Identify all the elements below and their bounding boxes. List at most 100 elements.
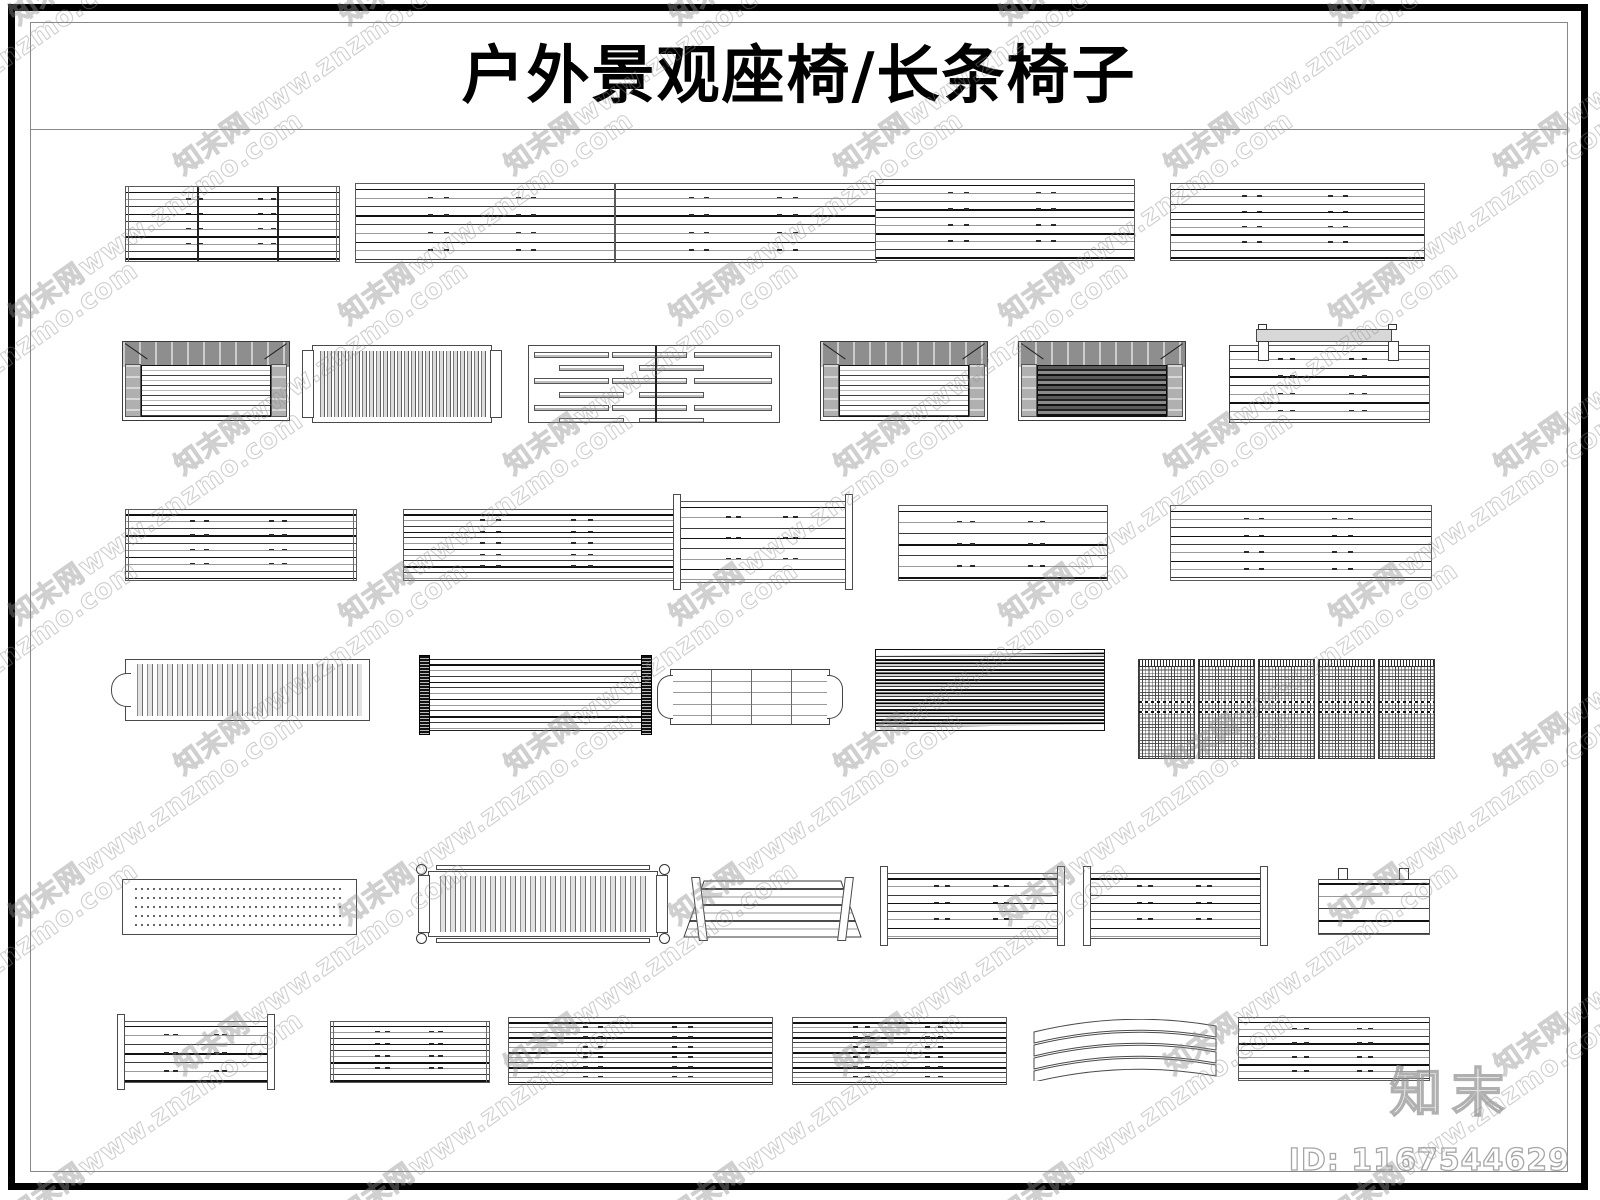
bench-slat-line bbox=[1089, 927, 1262, 930]
slat-fixing-mark bbox=[1349, 392, 1355, 395]
slat-fixing-mark bbox=[1290, 409, 1296, 412]
slat-fixing-mark bbox=[993, 885, 999, 887]
slat-fixing-mark bbox=[204, 562, 210, 565]
mesh-mid-band bbox=[1379, 710, 1434, 713]
slat-fixing-mark bbox=[587, 553, 593, 556]
bench-plan-slat bbox=[611, 352, 687, 358]
bench-slat-line bbox=[126, 549, 356, 551]
bench-plan-slat-row bbox=[529, 404, 779, 412]
slat-fixing-mark bbox=[582, 1036, 588, 1038]
slat-fixing-mark bbox=[963, 191, 969, 194]
slat-fixing-mark bbox=[687, 1066, 693, 1068]
bench-slat-line bbox=[509, 1032, 772, 1034]
bench-slat-line bbox=[616, 250, 876, 252]
slat-fixing-mark bbox=[969, 565, 975, 567]
bench-slat-line bbox=[126, 542, 356, 544]
bench-slat-line bbox=[1319, 908, 1429, 909]
bench-body bbox=[403, 509, 675, 581]
slat-fixing-mark bbox=[1292, 1070, 1298, 1072]
bench-body bbox=[1088, 873, 1263, 939]
slat-fixing-mark bbox=[726, 536, 732, 539]
slat-fixing-mark bbox=[1290, 392, 1296, 395]
bench-slat-line bbox=[509, 1057, 772, 1058]
slat-fixing-mark bbox=[957, 520, 963, 523]
bench-slat-line bbox=[1171, 577, 1431, 579]
bench-elevation-with-backrail bbox=[1218, 324, 1430, 423]
slat-fixing-mark bbox=[258, 227, 264, 230]
slat-fixing-mark bbox=[937, 1056, 943, 1058]
bench-slat-line bbox=[793, 1037, 1006, 1039]
bench-slat-line bbox=[876, 192, 1134, 194]
slat-fixing-mark bbox=[222, 1070, 228, 1072]
bench-plan-slat bbox=[534, 352, 609, 358]
bench-slat-line bbox=[429, 710, 642, 712]
slat-fixing-mark bbox=[704, 249, 710, 251]
slat-fixing-mark bbox=[944, 918, 950, 920]
slat-fixing-mark bbox=[582, 1026, 588, 1028]
slat-fixing-mark bbox=[198, 212, 204, 215]
bench-plan-slat bbox=[559, 391, 624, 398]
bench-elevation-row5-5 bbox=[1083, 866, 1268, 946]
bench-plan-open-frame bbox=[657, 669, 843, 725]
slat-fixing-mark bbox=[375, 1067, 381, 1069]
bench-plan-backrest bbox=[1019, 342, 1185, 367]
slat-fixing-mark bbox=[925, 1075, 931, 1078]
mesh-panel-comb-top bbox=[1259, 660, 1314, 667]
slat-fixing-mark bbox=[163, 1033, 169, 1036]
bench-plan-slat-row bbox=[529, 391, 779, 399]
slat-fixing-mark bbox=[1137, 918, 1143, 920]
slat-fixing-mark bbox=[587, 519, 593, 521]
bench-slat-line bbox=[1089, 886, 1262, 888]
slat-fixing-mark bbox=[1257, 210, 1263, 213]
bench-plan-right-arm bbox=[968, 363, 986, 417]
slat-fixing-mark bbox=[515, 196, 521, 199]
slat-fixing-mark bbox=[571, 542, 577, 544]
slat-fixing-mark bbox=[777, 214, 783, 216]
slat-fixing-mark bbox=[428, 1055, 434, 1057]
slat-fixing-mark bbox=[925, 1026, 931, 1028]
slat-fixing-mark bbox=[598, 1046, 604, 1048]
slat-fixing-mark bbox=[495, 553, 501, 556]
slat-fixing-mark bbox=[190, 562, 196, 565]
slat-fixing-mark bbox=[783, 516, 789, 518]
slat-fixing-mark bbox=[1027, 565, 1033, 567]
bench-slat-line bbox=[429, 687, 642, 689]
slat-fixing-mark bbox=[925, 1056, 931, 1058]
bench-divider bbox=[197, 187, 199, 261]
bench-slat-line bbox=[616, 232, 876, 234]
bench-slat-line bbox=[429, 693, 642, 695]
slat-fixing-mark bbox=[1347, 517, 1353, 520]
slat-fixing-mark bbox=[571, 530, 577, 533]
curved-bench-svg bbox=[1033, 1018, 1217, 1083]
slat-fixing-mark bbox=[1343, 241, 1349, 243]
slat-fixing-mark bbox=[1147, 885, 1153, 887]
slat-fixing-mark bbox=[190, 548, 196, 550]
bench-slat-line bbox=[123, 1080, 269, 1082]
bench-slat-line bbox=[886, 927, 1059, 930]
slat-fixing-mark bbox=[428, 196, 434, 199]
bench-slat-line bbox=[404, 554, 674, 556]
bench-slat-line bbox=[793, 1047, 1006, 1048]
bench-slat-line bbox=[876, 249, 1134, 251]
bench-slat-line bbox=[356, 215, 614, 217]
slat-fixing-mark bbox=[204, 548, 210, 550]
bench-slat-line bbox=[356, 224, 614, 225]
bench-slat-line bbox=[876, 257, 1134, 259]
bench-right-post bbox=[1057, 866, 1065, 946]
slat-fixing-mark bbox=[1361, 392, 1367, 395]
slat-fixing-mark bbox=[937, 1066, 943, 1068]
bench-slat-line bbox=[429, 727, 642, 729]
bench-slat-line bbox=[331, 1080, 489, 1082]
bench-slat-line bbox=[1089, 911, 1262, 913]
slat-fixing-mark bbox=[687, 1056, 693, 1058]
bench-slat-line bbox=[123, 1025, 269, 1028]
bench-slat-line bbox=[123, 1034, 269, 1036]
slat-fixing-mark bbox=[1303, 1070, 1309, 1072]
bench-dense-bottom-edge bbox=[876, 724, 1104, 730]
bench-slat-line bbox=[793, 1027, 1006, 1029]
slat-fixing-mark bbox=[852, 1075, 858, 1078]
bench-dark-end-cap bbox=[419, 655, 430, 735]
slat-fixing-mark bbox=[1243, 568, 1249, 570]
slat-fixing-mark bbox=[963, 208, 969, 210]
bench-slat-line bbox=[1171, 527, 1431, 529]
